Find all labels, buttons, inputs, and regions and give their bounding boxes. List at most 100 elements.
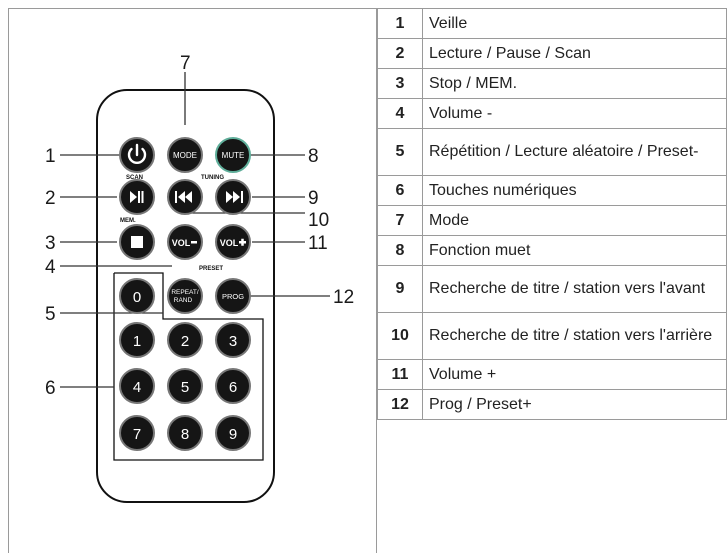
- digit-2-button[interactable]: 2: [167, 322, 203, 358]
- legend-text: Lecture / Pause / Scan: [422, 38, 727, 69]
- rand-label: RAND: [174, 297, 193, 304]
- legend-text: Veille: [422, 8, 727, 39]
- legend-text: Répétition / Lecture aléatoire / Preset-: [422, 128, 727, 176]
- volume-up-button[interactable]: VOL: [215, 224, 251, 260]
- remote-figure-panel: [8, 8, 377, 553]
- callout-7: 7: [180, 53, 191, 74]
- volume-down-label: VOL: [172, 238, 191, 248]
- digit-5-label: 5: [181, 379, 189, 396]
- digit-9-button[interactable]: 9: [215, 415, 251, 451]
- stop-button[interactable]: [119, 224, 155, 260]
- digit-3-button[interactable]: 3: [215, 322, 251, 358]
- previous-button[interactable]: [167, 179, 203, 215]
- repeat-rand-button[interactable]: REPEAT/ RAND: [167, 278, 203, 314]
- callout-6: 6: [45, 378, 56, 399]
- digit-4-label: 4: [133, 379, 141, 396]
- legend-number: 10: [377, 312, 423, 360]
- preset-label: PRESET: [199, 266, 223, 272]
- callout-4: 4: [45, 257, 56, 278]
- digit-5-button[interactable]: 5: [167, 368, 203, 404]
- legend-number: 9: [377, 265, 423, 313]
- legend-number: 7: [377, 205, 423, 236]
- play-pause-button[interactable]: [119, 179, 155, 215]
- callout-12: 12: [333, 287, 354, 308]
- digit-4-button[interactable]: 4: [119, 368, 155, 404]
- plus-icon: [239, 238, 246, 246]
- skip-back-icon: [175, 191, 192, 203]
- keypad-outline: [113, 272, 264, 461]
- callout-8: 8: [308, 146, 319, 167]
- mute-button-label: MUTE: [222, 151, 245, 160]
- legend-number: 1: [377, 8, 423, 39]
- callout-3: 3: [45, 233, 56, 254]
- legend-number: 8: [377, 235, 423, 266]
- callout-11: 11: [308, 233, 328, 254]
- digit-3-label: 3: [229, 333, 237, 350]
- callout-9: 9: [308, 188, 319, 209]
- legend-text: Touches numériques: [422, 175, 727, 206]
- digit-2-label: 2: [181, 333, 189, 350]
- digit-8-button[interactable]: 8: [167, 415, 203, 451]
- digit-7-button[interactable]: 7: [119, 415, 155, 451]
- callout-10: 10: [308, 210, 329, 231]
- skip-forward-icon: [226, 191, 243, 203]
- callout-1: 1: [45, 146, 56, 167]
- digit-1-label: 1: [133, 333, 141, 350]
- scan-label: SCAN: [126, 175, 143, 181]
- digit-0-button[interactable]: 0: [119, 278, 155, 314]
- digit-0-label: 0: [133, 289, 141, 306]
- digit-1-button[interactable]: 1: [119, 322, 155, 358]
- legend-text: Recherche de titre / station vers l'avan…: [422, 265, 727, 313]
- tuning-label: TUNING: [201, 175, 224, 181]
- mem-label: MEM.: [120, 218, 136, 224]
- legend-number: 3: [377, 68, 423, 99]
- legend-text: Stop / MEM.: [422, 68, 727, 99]
- prog-button[interactable]: PROG: [215, 278, 251, 314]
- volume-down-button[interactable]: VOL: [167, 224, 203, 260]
- digit-8-label: 8: [181, 426, 189, 443]
- legend-number: 11: [377, 359, 423, 390]
- legend-number: 4: [377, 98, 423, 129]
- digit-9-label: 9: [229, 426, 237, 443]
- mute-button[interactable]: MUTE: [215, 137, 251, 173]
- mode-button[interactable]: MODE: [167, 137, 203, 173]
- legend-text: Volume -: [422, 98, 727, 129]
- legend-number: 2: [377, 38, 423, 69]
- legend-text: Mode: [422, 205, 727, 236]
- stop-icon: [131, 236, 143, 248]
- prog-label: PROG: [222, 292, 244, 301]
- remote-diagram: 7 1 8 2 9 10 3 11 4 5 12 6 SCAN MODE MUT…: [45, 53, 354, 503]
- repeat-label: REPEAT/: [171, 289, 199, 296]
- power-icon: [127, 143, 147, 164]
- legend-text: Fonction muet: [422, 235, 727, 266]
- digit-6-button[interactable]: 6: [215, 368, 251, 404]
- callout-2: 2: [45, 188, 56, 209]
- callout-lines: [60, 72, 330, 388]
- power-button[interactable]: [119, 137, 155, 173]
- digit-7-label: 7: [133, 426, 141, 443]
- digit-6-label: 6: [229, 379, 237, 396]
- play-pause-icon: [130, 191, 144, 203]
- mode-button-label: MODE: [173, 151, 197, 160]
- minus-icon: [191, 241, 197, 244]
- legend-number: 6: [377, 175, 423, 206]
- legend-text: Recherche de titre / station vers l'arri…: [422, 312, 727, 360]
- legend-number: 12: [377, 389, 423, 420]
- next-button[interactable]: [215, 179, 251, 215]
- volume-up-label: VOL: [220, 238, 239, 248]
- legend-text: Prog / Preset+: [422, 389, 727, 420]
- callout-5: 5: [45, 304, 56, 325]
